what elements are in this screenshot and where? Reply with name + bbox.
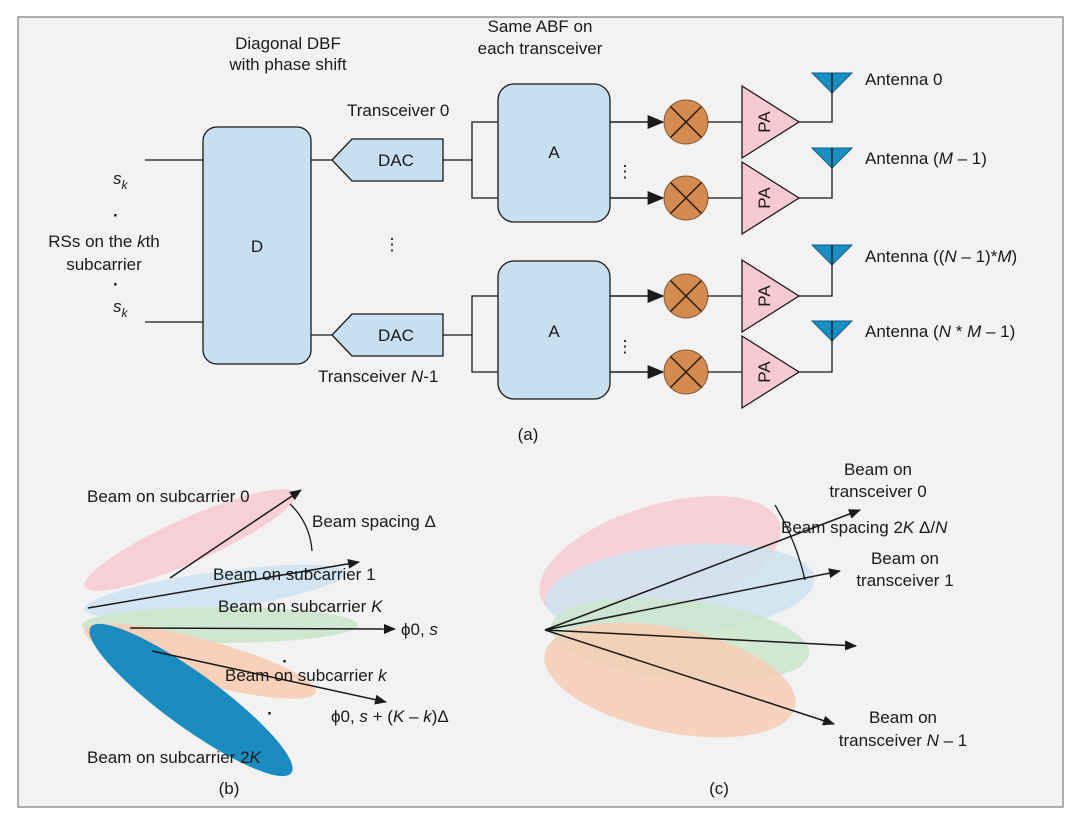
dac-top-label: DAC: [378, 151, 414, 170]
split-top: [471, 121, 498, 199]
dbf-block: [202, 126, 312, 365]
pa-to-antenna-0: [799, 96, 833, 123]
beam-arrow-sub0: [169, 489, 302, 579]
split-bottom: [471, 295, 498, 373]
beam-tx1-line1: Beam on: [871, 549, 939, 568]
dot-mid-b: ·: [282, 652, 288, 671]
phi-label: ϕ0, s: [401, 620, 438, 639]
pa-label: PA: [755, 285, 774, 307]
transceiver-0-label: Transceiver 0: [347, 101, 449, 120]
beam-arrow-subK: [129, 623, 396, 634]
beam-arrow-sub1: [87, 558, 360, 609]
panel-c: Beam on transceiver 0 Beam spacing 2K Δ/…: [539, 460, 968, 798]
pa-label: PA: [755, 187, 774, 209]
input-symbol-bottom: sk: [113, 297, 129, 320]
abf-block-bottom: [497, 260, 611, 400]
antenna-2-label: Antenna ((N – 1)*M): [865, 247, 1017, 266]
beam-arrow-tx0: [544, 509, 861, 631]
caption-b: (b): [219, 779, 240, 798]
mixer-icon: [663, 175, 709, 221]
abf-title-line2: each transceiver: [478, 39, 603, 58]
beam-lobe-sub0: [84, 489, 296, 591]
caption-a: (a): [518, 425, 539, 444]
transceiver-ellipsis: ⋮: [384, 235, 401, 254]
spacing-arc-b: [289, 503, 313, 552]
abf-block-bottom-label: A: [548, 322, 560, 341]
beam-arrow-subk: [151, 650, 387, 705]
abf-title-line1: Same ABF on: [488, 17, 593, 36]
panel-a: Diagonal DBF with phase shift Same ABF o…: [48, 17, 1017, 444]
beam-tx1-line2: transceiver 1: [856, 571, 953, 590]
rss-label-line2: subcarrier: [66, 255, 142, 274]
pa-label: PA: [755, 111, 774, 133]
beam-lobe-txN: [544, 622, 796, 738]
antenna-3-label: Antenna (N * M – 1): [865, 322, 1015, 341]
beam-tx0-line1: Beam on: [844, 460, 912, 479]
beam-txN-line2: transceiver N – 1: [839, 731, 968, 750]
dac-bottom-label: DAC: [378, 326, 414, 345]
pa-to-antenna-1: [799, 171, 833, 199]
input-dot-bottom: ·: [113, 275, 119, 294]
beam-spacing-label: Beam spacing Δ: [312, 512, 436, 531]
abf-block-top-label: A: [548, 143, 560, 162]
input-symbol-top: sk: [113, 169, 129, 192]
beam-tx0-line2: transceiver 0: [829, 482, 926, 501]
beam-sub0-label: Beam on subcarrier 0: [87, 487, 250, 506]
dot-low-b: ·: [267, 704, 273, 723]
beam-sub1-label: Beam on subcarrier 1: [213, 565, 376, 584]
abf-block-top: [497, 83, 611, 223]
input-dot-top: ·: [113, 206, 119, 225]
beam-spacing-c-label: Beam spacing 2K Δ/N: [781, 518, 948, 537]
dbf-title-line1: Diagonal DBF: [235, 34, 341, 53]
dbf-title-line2: with phase shift: [228, 55, 346, 74]
beam-lobe-sub2K: [89, 623, 293, 777]
pa-triangle-icon: [741, 84, 801, 160]
beam-lobe-sub1: [84, 564, 346, 618]
panel-b: Beam on subcarrier 0 Beam spacing Δ Beam…: [82, 487, 449, 798]
pa-to-antenna-2: [799, 268, 833, 297]
transceiver-last-label: Transceiver N-1: [318, 367, 438, 386]
pa-triangle-icon: [741, 334, 801, 410]
beam-sub2K-label: Beam on subcarrier 2K: [87, 748, 262, 767]
rss-label-line1: RSs on the kth: [48, 232, 160, 251]
pa-triangle-icon: [741, 258, 801, 334]
dbf-block-label: D: [251, 237, 263, 256]
branch-ellipsis-bottom: ⋮: [617, 337, 634, 356]
beam-subK-label: Beam on subcarrier K: [218, 597, 383, 616]
antenna-1-label: Antenna (M – 1): [865, 149, 987, 168]
beam-arrow-tx1: [544, 568, 841, 631]
antenna-0-label: Antenna 0: [865, 70, 943, 89]
mixer-icon: [663, 273, 709, 319]
beam-txN-line1: Beam on: [869, 708, 937, 727]
branch-ellipsis-top: ⋮: [617, 162, 634, 181]
pa-to-antenna-3: [799, 344, 833, 373]
phi-label-2: ϕ0, s + (K – k)Δ: [331, 707, 449, 726]
beam-subk-label: Beam on subcarrier k: [225, 666, 388, 685]
beam-arrow-tx2: [544, 629, 857, 651]
pa-label: PA: [755, 361, 774, 383]
pa-triangle-icon: [741, 160, 801, 236]
beam-arrow-txN: [544, 629, 835, 726]
spacing-arc-c: [774, 504, 806, 581]
mixer-icon: [663, 349, 709, 395]
mixer-icon: [663, 99, 709, 145]
caption-c: (c): [709, 779, 729, 798]
